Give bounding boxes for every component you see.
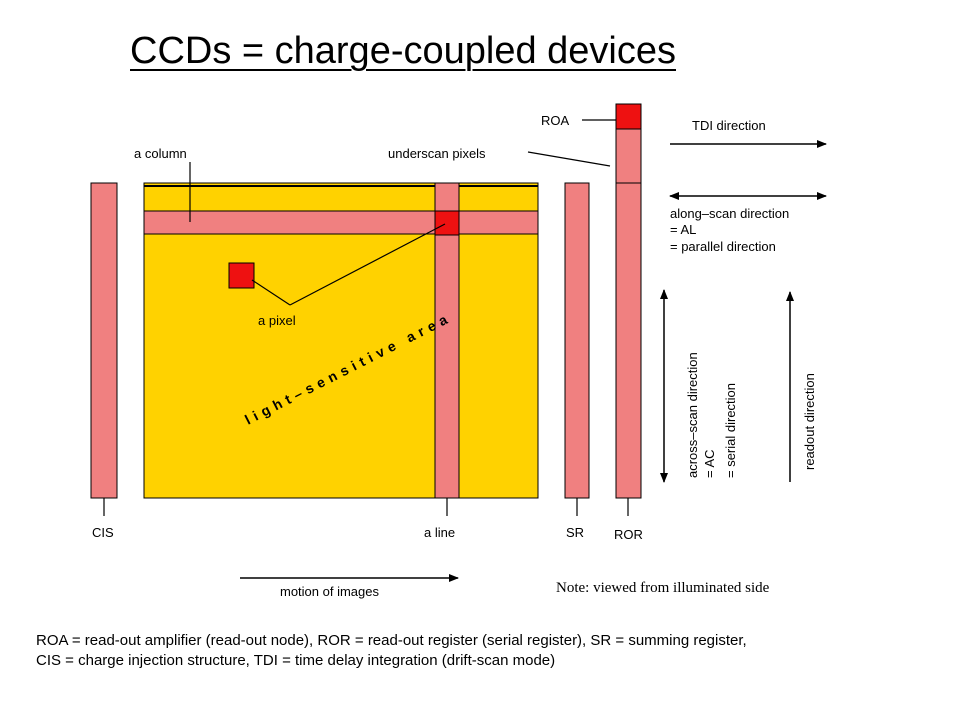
caption-line-2: CIS = charge injection structure, TDI = … [36, 652, 556, 669]
along-scan-label-2: = AL [670, 222, 696, 237]
a-line-label: a line [424, 525, 455, 540]
caption: ROA = read-out amplifier (read-out node)… [36, 631, 936, 671]
note-label: Note: viewed from illuminated side [556, 580, 770, 596]
caption-line-1: ROA = read-out amplifier (read-out node)… [36, 632, 747, 649]
ror-label: ROR [614, 527, 643, 542]
light-sensitive-area [143, 182, 539, 499]
across-scan-label-2: = AC [702, 449, 717, 478]
roa-pixel [615, 103, 642, 130]
motion-of-images-label: motion of images [280, 584, 379, 599]
underscan-pixels-label: underscan pixels [388, 146, 486, 161]
along-scan-label-3: = parallel direction [670, 239, 776, 254]
a-pixel-label: a pixel [258, 313, 296, 328]
highlight-row [143, 210, 539, 235]
across-scan-label-1: across–scan direction [685, 352, 700, 478]
ror-register [615, 103, 642, 499]
page-title: CCDs = charge-coupled devices [130, 30, 676, 72]
a-column-label: a column [134, 146, 187, 161]
readout-direction-label: readout direction [802, 373, 817, 470]
sr-label: SR [566, 525, 584, 540]
along-scan-label-1: along–scan direction [670, 206, 789, 221]
sr-register [564, 182, 590, 499]
cis-label: CIS [92, 525, 114, 540]
roa-label: ROA [541, 113, 570, 128]
tdi-direction-label: TDI direction [692, 118, 766, 133]
cis-register [90, 182, 118, 499]
single-pixel [228, 262, 255, 289]
intersection-pixel [434, 210, 460, 236]
serial-direction-label: = serial direction [723, 383, 738, 478]
